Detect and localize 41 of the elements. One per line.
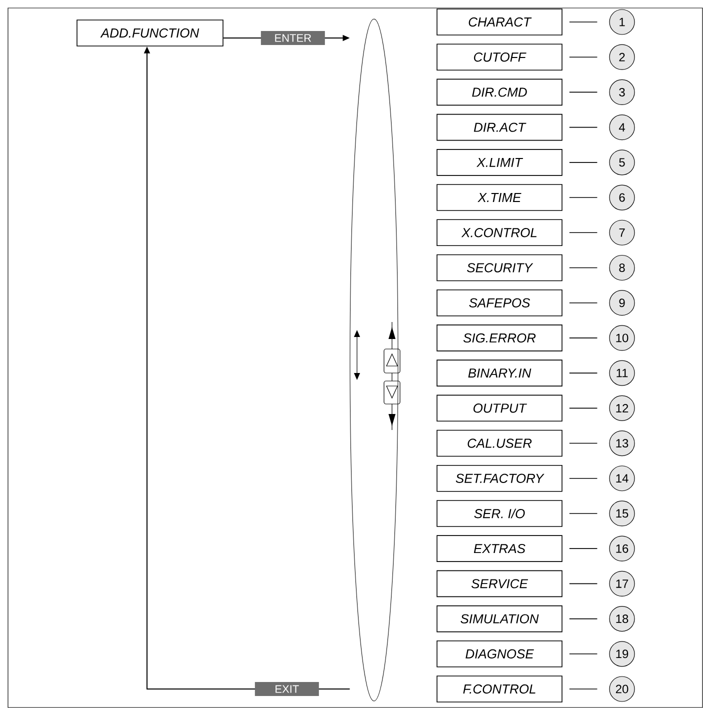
connector-line xyxy=(569,126,598,128)
connector-line xyxy=(569,232,598,234)
menu-item-box: SER. I/O xyxy=(436,500,562,527)
menu-item-box: SIMULATION xyxy=(436,605,562,632)
connector-line xyxy=(569,548,598,549)
connector-line xyxy=(569,162,598,163)
edge-label: ENTER xyxy=(260,31,325,45)
selection-ellipse xyxy=(350,18,398,702)
menu-item-box: CAL.USER xyxy=(436,430,562,457)
main-menu-box: ADD.FUNCTION xyxy=(76,20,224,46)
connector-line xyxy=(569,688,598,690)
connector-line xyxy=(569,302,598,304)
menu-item-box: DIR.CMD xyxy=(436,78,562,106)
menu-item-box: DIR.ACT xyxy=(436,114,562,141)
menu-item-box: EXTRAS xyxy=(436,535,562,562)
menu-item-box: CHARACT xyxy=(436,8,562,36)
menu-item-box: SIG.ERROR xyxy=(436,324,562,352)
menu-item-box: X.LIMIT xyxy=(436,149,562,176)
menu-item-box: X.TIME xyxy=(436,184,562,211)
menu-item-box: DIAGNOSE xyxy=(436,640,562,668)
menu-item-box: F.CONTROL xyxy=(436,676,562,702)
connector-line xyxy=(569,618,598,620)
menu-item-box: SAFEPOS xyxy=(436,289,562,316)
connector-line xyxy=(569,583,598,584)
connector-line xyxy=(569,442,598,444)
menu-item-box: BINARY.IN xyxy=(436,360,562,386)
edge-label: EXIT xyxy=(254,682,319,696)
connector-line xyxy=(569,197,598,198)
menu-item-box: CUTOFF xyxy=(436,44,562,70)
connector-line xyxy=(569,56,598,58)
connector-line xyxy=(569,92,598,93)
connector-line xyxy=(569,478,598,479)
menu-item-box: SET.FACTORY xyxy=(436,464,562,492)
menu-item-box: SERVICE xyxy=(436,570,562,598)
connector-line xyxy=(569,513,598,514)
menu-item-box: X.CONTROL xyxy=(436,219,562,246)
connector-line xyxy=(569,408,598,409)
menu-item-box: SECURITY xyxy=(436,254,562,282)
connector-line xyxy=(569,372,598,374)
connector-line xyxy=(569,267,598,268)
menu-item-box: OUTPUT xyxy=(436,394,562,422)
